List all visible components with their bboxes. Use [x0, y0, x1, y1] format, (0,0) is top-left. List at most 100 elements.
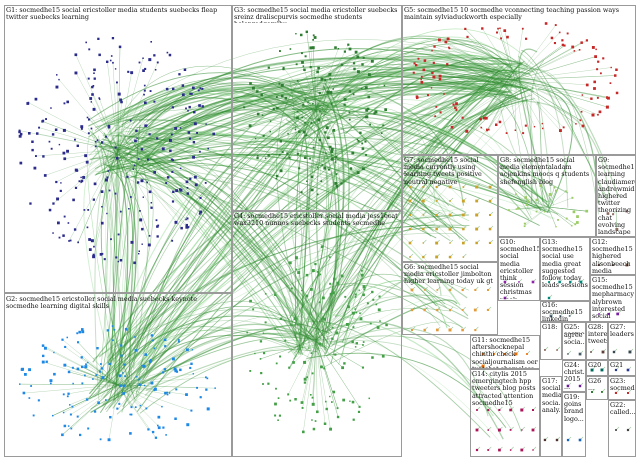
edge: [107, 330, 119, 386]
edge: [315, 291, 373, 341]
edge: [117, 339, 179, 386]
graph-node: [303, 381, 306, 384]
edge: [303, 66, 317, 111]
graph-node: [601, 350, 605, 354]
edge: [123, 314, 318, 389]
graph-node: [63, 102, 66, 105]
graph-node: [19, 132, 23, 136]
edge: [326, 280, 448, 329]
graph-node: [541, 122, 543, 125]
edge: [315, 303, 369, 341]
edge: [117, 345, 122, 386]
edge: [117, 384, 158, 426]
edge: [315, 48, 339, 111]
edge: [339, 56, 530, 121]
graph-node: [332, 88, 334, 90]
graph-node: [100, 190, 104, 193]
edge: [315, 87, 367, 111]
graph-node: [466, 35, 469, 38]
graph-node: [362, 167, 365, 171]
edge: [117, 340, 154, 386]
graph-node: [44, 346, 47, 350]
graph-node: [37, 399, 40, 402]
graph-node: [366, 107, 370, 111]
graph-node: [496, 31, 498, 34]
graph-node: [615, 91, 619, 95]
graph-node: [422, 68, 426, 72]
graph-node: [571, 196, 574, 199]
graph-node: [171, 200, 175, 203]
edge: [117, 138, 158, 151]
graph-node: [275, 177, 278, 180]
edge: [331, 81, 465, 206]
graph-node: [520, 408, 524, 412]
group-panel-g24: [562, 360, 586, 392]
edge: [296, 80, 327, 350]
edge: [307, 102, 317, 111]
edge: [540, 185, 549, 208]
graph-node: [449, 242, 451, 244]
graph-node: [187, 131, 191, 134]
graph-node: [66, 336, 68, 339]
graph-node: [476, 409, 478, 411]
edge: [547, 206, 587, 212]
clusters-layer: [18, 22, 632, 452]
graph-node: [188, 137, 191, 140]
graph-node: [76, 415, 79, 418]
edge: [77, 149, 119, 243]
graph-node: [88, 238, 91, 241]
graph-node: [489, 214, 491, 216]
edge: [117, 373, 194, 386]
graph-node: [319, 110, 321, 112]
graph-node: [42, 155, 45, 158]
graph-node: [311, 372, 314, 375]
edge: [514, 28, 524, 81]
graph-node: [166, 391, 168, 394]
edge: [514, 42, 582, 81]
edge: [315, 290, 360, 341]
graph-node: [495, 123, 498, 126]
edge: [257, 91, 317, 111]
edge: [302, 109, 317, 118]
graph-node: [264, 321, 267, 324]
graph-node: [610, 66, 612, 69]
group-label-g10: G10: socmedhe15 social media ericstoller…: [500, 239, 539, 299]
edge: [19, 383, 119, 386]
graph-node: [67, 392, 70, 395]
graph-node: [547, 296, 551, 300]
graph-node: [448, 213, 452, 217]
edge: [302, 339, 317, 409]
graph-node: [274, 328, 276, 330]
graph-node: [294, 398, 297, 401]
graph-node: [349, 400, 351, 402]
edge: [516, 206, 549, 210]
graph-node: [384, 108, 387, 111]
graph-node: [267, 382, 270, 385]
group-panel-g19: [562, 392, 586, 457]
graph-node: [163, 368, 167, 371]
graph-node: [289, 290, 291, 292]
graph-node: [100, 367, 103, 370]
edge: [292, 115, 338, 325]
edge: [514, 49, 580, 81]
graph-node: [33, 166, 37, 170]
graph-node: [614, 391, 617, 394]
graph-node: [449, 200, 451, 202]
graph-node: [455, 109, 458, 111]
graph-node: [475, 448, 479, 452]
edge: [134, 75, 497, 146]
graph-node: [279, 169, 283, 173]
edge: [117, 134, 172, 151]
graph-node: [462, 227, 465, 231]
edge: [315, 51, 357, 111]
edge: [136, 171, 319, 324]
edge: [69, 384, 119, 406]
graph-node: [310, 394, 312, 396]
edge: [263, 109, 317, 137]
graph-node: [206, 377, 209, 380]
graph-node: [168, 392, 171, 394]
graph-node: [48, 140, 51, 143]
group-panel-g6: [402, 262, 498, 335]
graph-node: [436, 328, 439, 332]
edge: [88, 315, 330, 400]
